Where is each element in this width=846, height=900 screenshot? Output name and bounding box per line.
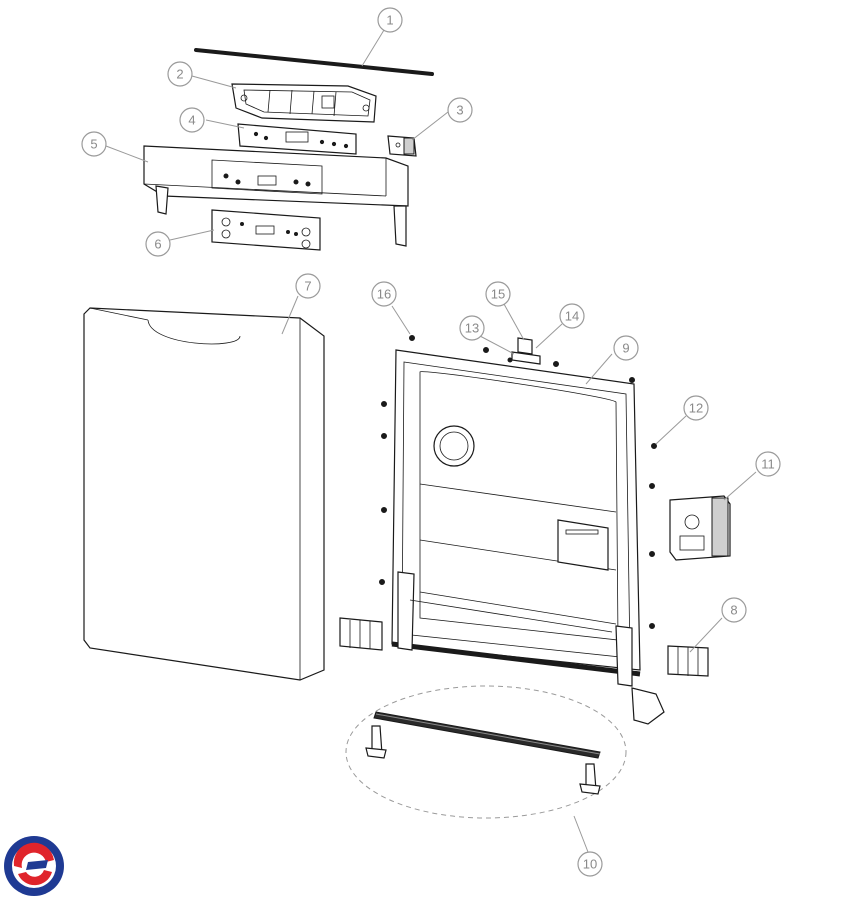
part-2-bracket: [231, 83, 377, 123]
callout-15: 15: [485, 281, 511, 307]
part-9-inner-door: [391, 349, 665, 725]
callout-4: 4: [179, 107, 205, 133]
svg-text:5: 5: [90, 137, 97, 152]
callout-11: 11: [755, 451, 781, 477]
part-7-outer-door: [83, 307, 325, 681]
callout-13: 13: [459, 315, 485, 341]
svg-text:14: 14: [565, 309, 579, 324]
svg-text:16: 16: [377, 287, 391, 302]
callout-2: 2: [167, 61, 193, 87]
part-10-hinge-kit: [345, 685, 627, 819]
brand-swirl-logo: [4, 836, 64, 896]
svg-text:2: 2: [176, 67, 183, 82]
callout-9: 9: [613, 335, 639, 361]
part-8-hinge-bracket: [339, 617, 709, 677]
callout-14: 14: [559, 303, 585, 329]
part-5-control-panel: [143, 145, 409, 247]
part-3-module: [387, 135, 417, 157]
callout-6: 6: [145, 231, 171, 257]
svg-text:11: 11: [761, 457, 775, 472]
svg-text:9: 9: [622, 341, 629, 356]
svg-text:10: 10: [583, 857, 597, 872]
leader-lines: [105, 29, 757, 853]
callout-5: 5: [81, 131, 107, 157]
part-1-strip: [194, 48, 434, 76]
svg-text:8: 8: [730, 603, 737, 618]
callout-7: 7: [295, 273, 321, 299]
part-13-15-latch: [507, 337, 541, 365]
part-4-control-board: [237, 123, 357, 155]
svg-text:13: 13: [465, 321, 479, 336]
svg-text:12: 12: [689, 401, 703, 416]
callout-1: 1: [377, 7, 403, 33]
svg-text:6: 6: [154, 237, 161, 252]
callout-10: 10: [577, 851, 603, 877]
svg-text:1: 1: [386, 13, 393, 28]
svg-text:7: 7: [304, 279, 311, 294]
svg-text:15: 15: [491, 287, 505, 302]
callout-16: 16: [371, 281, 397, 307]
callout-12: 12: [683, 395, 709, 421]
part-6-overlay: [211, 209, 321, 251]
part-11-actuator: [669, 495, 731, 561]
screws: [379, 335, 657, 629]
callout-3: 3: [447, 97, 473, 123]
svg-text:3: 3: [456, 103, 463, 118]
callout-8: 8: [721, 597, 747, 623]
svg-text:4: 4: [188, 113, 195, 128]
